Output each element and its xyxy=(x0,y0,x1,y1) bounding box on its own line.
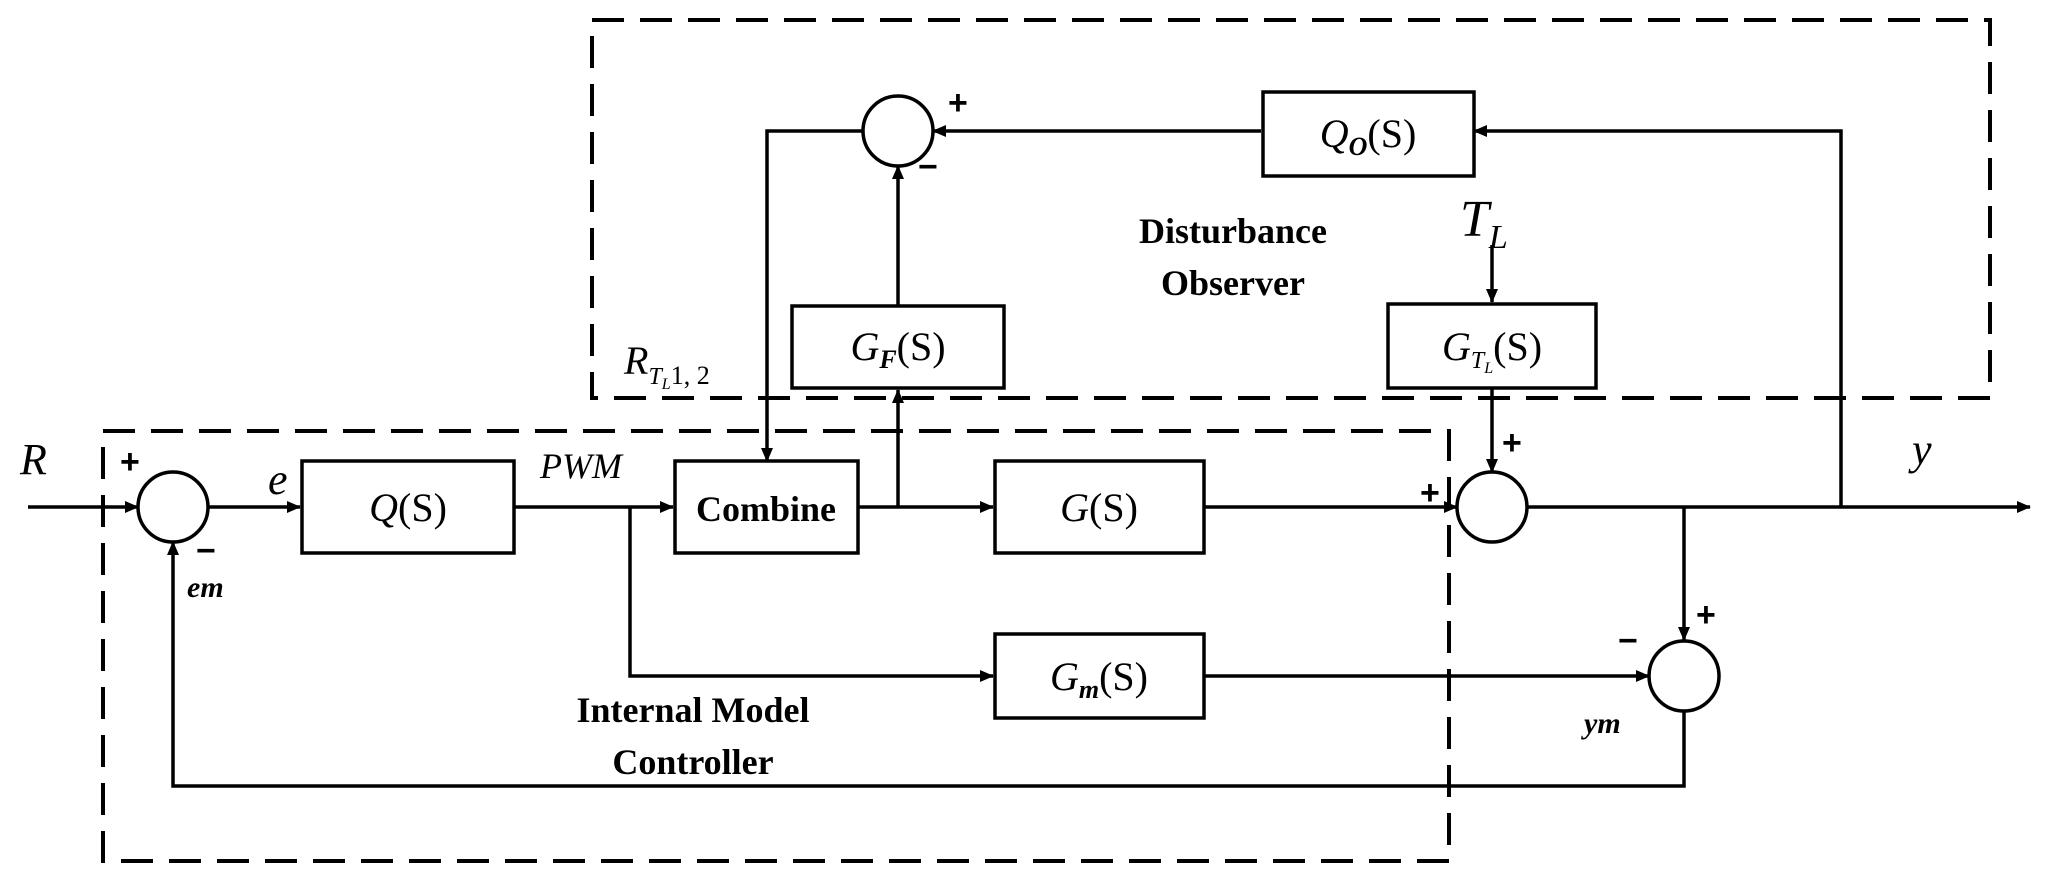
signal-y-label: y xyxy=(1908,425,1932,474)
wire-pwm-to-gm xyxy=(628,507,994,682)
qo-block-label: QO(S) xyxy=(1320,111,1417,161)
sign-sum3-plus: + xyxy=(1696,596,1716,634)
signal-rtl-label: RTL1, 2 xyxy=(623,338,710,393)
sign-sum3-minus: − xyxy=(1618,622,1638,660)
sum-junction-model-error xyxy=(1647,639,1721,713)
signal-tl-label: TL xyxy=(1460,191,1508,256)
sum-junction-output xyxy=(1455,470,1529,544)
q-block-label: Q(S) xyxy=(369,485,447,530)
gm-block-label: Gm(S) xyxy=(1050,654,1148,704)
internal-model-controller-boundary xyxy=(101,429,1451,863)
gtl-block xyxy=(1386,302,1598,390)
controller-label-line1: Internal Model xyxy=(577,690,810,730)
observer-label-line1: Disturbance xyxy=(1139,211,1327,251)
q-block xyxy=(300,459,516,555)
gm-block xyxy=(993,632,1206,720)
wire-sum3-to-sum1 xyxy=(167,541,1686,788)
sum-junction-observer xyxy=(861,94,935,168)
sum-junction-input xyxy=(136,470,210,544)
combine-block xyxy=(673,459,860,555)
sign-sum1-plus: + xyxy=(120,443,140,481)
signal-pwm-label: PWM xyxy=(539,446,624,486)
gf-block-label: GF(S) xyxy=(850,324,945,374)
sign-sum2-plus-left: + xyxy=(1420,474,1440,512)
g-block-label: G(S) xyxy=(1060,485,1138,530)
sign-sumobs-minus: − xyxy=(918,148,938,186)
wire-sumobs-to-combine xyxy=(761,129,863,462)
observer-label-line2: Observer xyxy=(1161,263,1305,303)
gf-block xyxy=(790,304,1006,390)
signal-e-label: e xyxy=(268,455,288,504)
signal-ym-label: ym xyxy=(1581,707,1621,740)
sign-sumobs-plus: + xyxy=(948,84,968,122)
wire-y-to-qo xyxy=(1473,125,1843,507)
qo-block xyxy=(1261,90,1476,178)
combine-block-label: Combine xyxy=(696,489,836,529)
g-block xyxy=(993,459,1206,555)
sign-sum1-minus: − xyxy=(196,532,216,570)
controller-label-line2: Controller xyxy=(612,742,773,782)
gtl-block-label: GTL(S) xyxy=(1442,324,1542,377)
disturbance-observer-boundary xyxy=(590,18,1992,400)
signal-em-label: em xyxy=(187,571,224,604)
signal-r-label: R xyxy=(19,435,47,484)
sign-sum2-plus-top: + xyxy=(1502,424,1522,462)
